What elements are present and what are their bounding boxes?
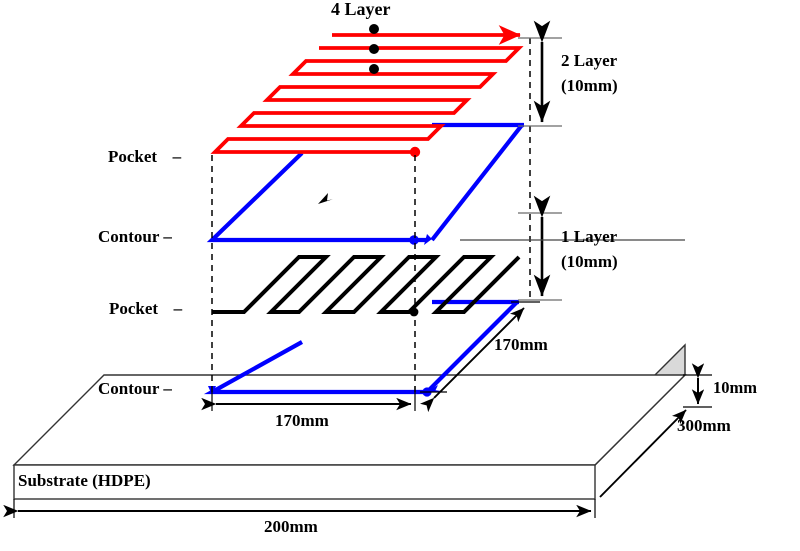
pocket-path-lower — [212, 255, 521, 314]
label-contour-lower-dash: – — [163, 379, 172, 398]
pocket-lower-markers — [318, 193, 419, 317]
dim-label-10mm-thickness: 10mm — [713, 378, 757, 397]
dim-label-1-layer-value: (10mm) — [561, 252, 618, 271]
label-contour-upper-text: Contour — [98, 227, 160, 246]
label-pocket-lower: Pocket – — [109, 300, 182, 318]
dim-label-200mm-width: 200mm — [264, 517, 318, 536]
dim-10mm-thickness — [683, 363, 712, 408]
label-pocket-upper-text: Pocket — [108, 147, 158, 166]
label-pocket-lower-dash: – — [173, 299, 183, 318]
label-contour-upper: Contour – — [98, 228, 172, 246]
pocket-upper-endpoint — [409, 146, 421, 158]
substrate-slab — [12, 343, 687, 500]
label-substrate: Substrate (HDPE) — [18, 471, 151, 490]
contour-upper-markers — [409, 234, 432, 245]
label-pocket-upper: Pocket – — [108, 148, 181, 166]
pocket-lower-endpoint — [409, 307, 419, 317]
substrate-front-face — [13, 464, 596, 500]
dim-label-2-layer-value: (10mm) — [561, 76, 618, 95]
label-contour-lower-text: Contour — [98, 379, 160, 398]
dim-170-front — [201, 386, 416, 411]
dim-label-170mm-depth: 170mm — [494, 335, 548, 354]
dim-layer-2 — [518, 20, 562, 127]
dim-label-1-layer: 1 Layer — [561, 227, 618, 246]
pocket-upper-serpentine — [210, 46, 524, 154]
contour-path-upper — [206, 122, 524, 243]
dim-label-2-layer: 2 Layer — [561, 51, 618, 70]
ellipsis-dots — [369, 24, 379, 74]
label-pocket-lower-text: Pocket — [109, 299, 159, 318]
dim-label-300mm-depth: 300mm — [677, 416, 731, 435]
dim-label-170mm-front: 170mm — [275, 411, 329, 430]
label-4-layer: 4 Layer — [331, 0, 391, 19]
dim-300mm-depth — [599, 409, 687, 498]
pocket-path-upper — [210, 25, 524, 154]
dim-layer-1 — [460, 195, 685, 301]
label-pocket-upper-dash: – — [172, 147, 182, 166]
dim-200mm-width — [3, 499, 596, 518]
label-contour-upper-dash: – — [163, 227, 172, 246]
label-contour-lower: Contour – — [98, 380, 172, 398]
contour-upper-endpoint — [409, 235, 419, 245]
dim-170-depth — [419, 301, 540, 413]
dashed-guides — [211, 38, 531, 393]
